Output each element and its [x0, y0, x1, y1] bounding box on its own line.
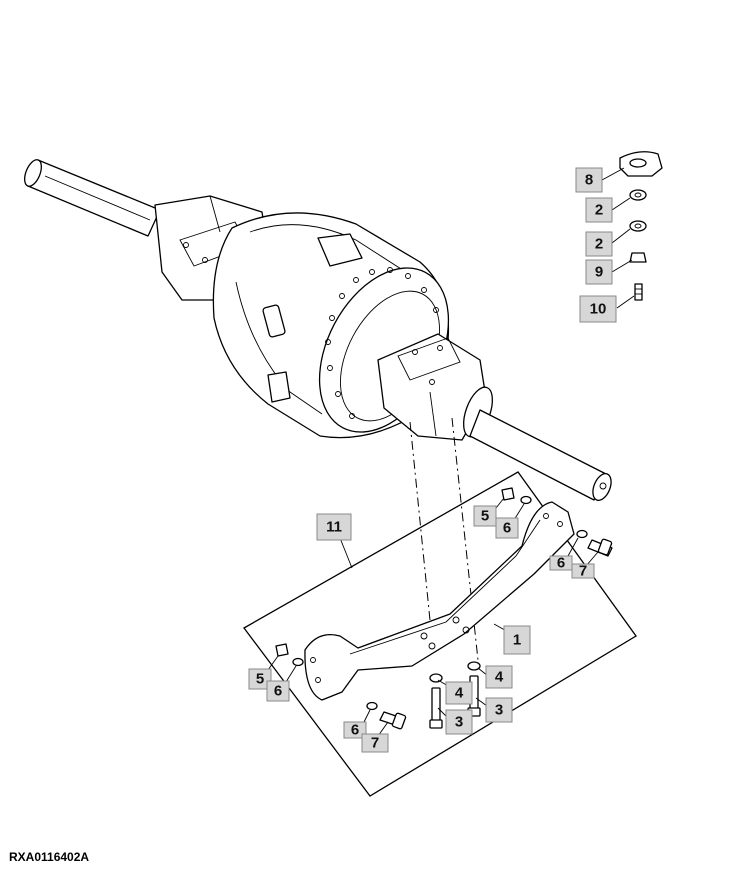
callout-8: 8	[575, 167, 603, 193]
callout-1: 1	[503, 625, 531, 655]
callout-4a: 4	[445, 681, 473, 705]
figure-id-label: RXA0116402A	[9, 850, 90, 864]
callout-6a: 6	[495, 517, 519, 539]
leader-5a	[495, 497, 505, 509]
callout-9: 9	[585, 259, 613, 285]
callout-6d: 6	[343, 721, 367, 739]
svg-text:6: 6	[557, 555, 565, 572]
callout-10: 10	[579, 295, 617, 323]
flange-bolts	[325, 267, 439, 419]
leader-5b	[267, 655, 279, 671]
callout-7b: 7	[361, 733, 389, 753]
svg-text:7: 7	[579, 563, 587, 580]
leader-6b	[567, 537, 579, 557]
callout-5b: 5	[248, 668, 272, 690]
svg-text:3: 3	[455, 714, 463, 731]
svg-text:6: 6	[503, 520, 511, 537]
leader-2a	[611, 197, 631, 211]
callout-5a: 5	[473, 505, 497, 527]
mounting-bracket	[304, 501, 575, 701]
callout-6b: 6	[549, 555, 573, 572]
leader-3a	[437, 707, 447, 717]
svg-text:5: 5	[256, 671, 264, 688]
svg-text:10: 10	[590, 301, 607, 318]
leader-6a	[513, 503, 525, 521]
callout-7a: 7	[571, 563, 595, 580]
callout-2b: 2	[585, 231, 613, 257]
leader-10	[616, 295, 635, 309]
alignment-line-2	[451, 417, 479, 661]
hardware-stack	[619, 151, 663, 301]
callout-4b: 4	[485, 665, 513, 689]
leader-9	[611, 259, 633, 273]
svg-text:1: 1	[513, 632, 521, 649]
svg-text:5: 5	[481, 508, 489, 525]
kit-outline	[243, 471, 637, 797]
svg-text:8: 8	[585, 172, 593, 189]
leader-6c	[285, 665, 297, 683]
callout-3a: 3	[445, 709, 473, 735]
leader-11	[339, 537, 353, 569]
leader-8	[601, 167, 625, 181]
callout-6c: 6	[266, 680, 290, 702]
callout-11: 11	[316, 513, 352, 541]
svg-text:6: 6	[351, 722, 359, 739]
svg-text:3: 3	[495, 702, 503, 719]
svg-text:11: 11	[326, 519, 342, 536]
callout-3b: 3	[485, 697, 513, 723]
leader-3b	[475, 697, 488, 707]
leader-2b	[611, 228, 631, 244]
svg-text:4: 4	[455, 685, 464, 702]
svg-text:6: 6	[274, 683, 282, 700]
svg-text:2: 2	[595, 236, 603, 253]
svg-text:9: 9	[595, 264, 603, 281]
leader-6d	[363, 709, 371, 723]
svg-text:7: 7	[371, 735, 379, 752]
svg-text:2: 2	[595, 202, 603, 219]
svg-text:4: 4	[495, 669, 504, 686]
callout-2a: 2	[585, 197, 613, 223]
alignment-line-1	[409, 421, 433, 641]
axle-housing-assembly	[24, 159, 612, 501]
